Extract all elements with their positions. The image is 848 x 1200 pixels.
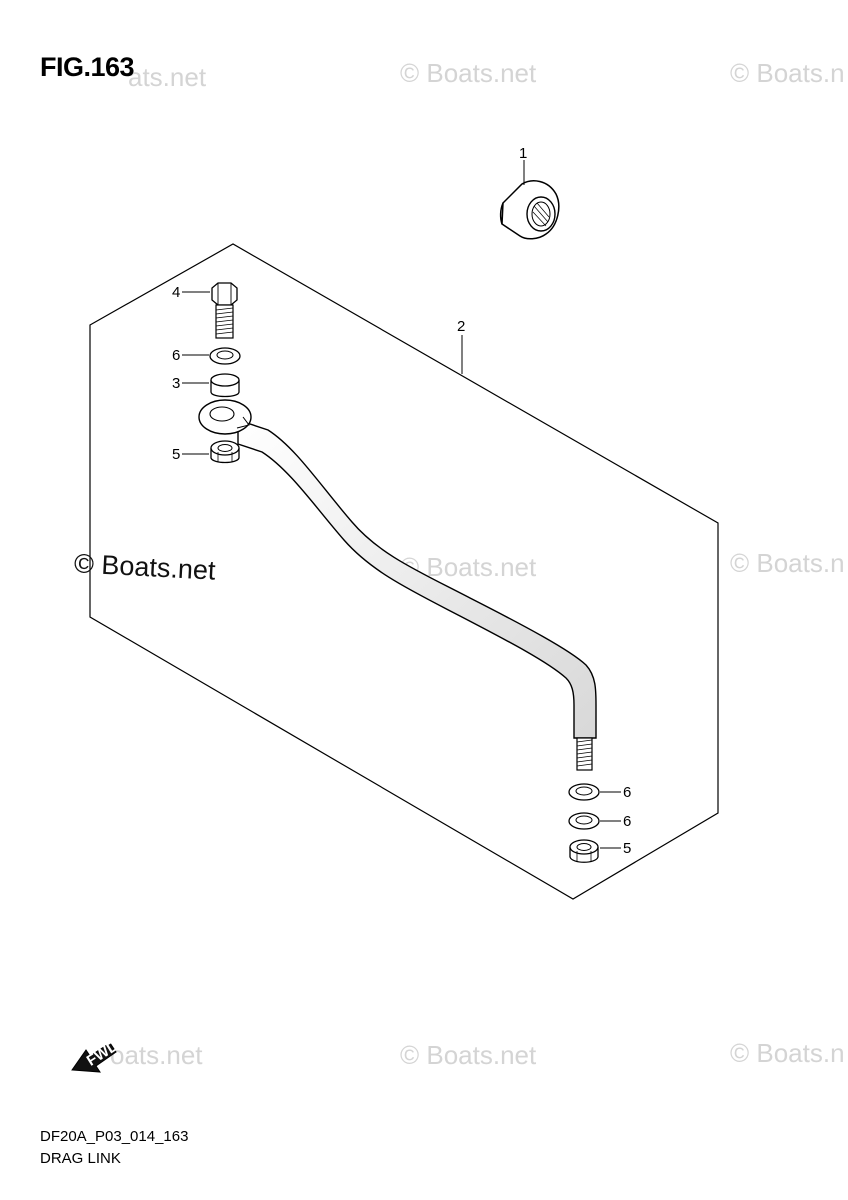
footer-code: DF20A_P03_014_163	[40, 1128, 189, 1145]
watermark-top-right: © Boats.n	[730, 58, 845, 88]
watermark-bottom-center: © Boats.net	[400, 1040, 537, 1070]
callout-6a-label: 6	[172, 347, 180, 364]
callout-6c-label: 6	[623, 813, 631, 830]
watermark-top-left: ats.net	[128, 62, 207, 92]
footer-name: DRAG LINK	[40, 1150, 121, 1167]
callout-5a-label: 5	[172, 446, 180, 463]
part-2-drag-link[interactable]	[198, 399, 597, 771]
part-4-bolt[interactable]	[211, 282, 238, 339]
callout-4-label: 4	[172, 284, 180, 301]
callout-2-label: 2	[457, 318, 465, 335]
part-5-nut-bottom[interactable]	[569, 839, 599, 863]
part-1-nut[interactable]	[499, 180, 560, 240]
callout-3-label: 3	[172, 375, 180, 392]
fwd-label: FWD	[84, 1037, 122, 1070]
fwd-arrow-icon: FWD	[71, 1037, 122, 1073]
watermark-top-center: © Boats.net	[400, 58, 537, 88]
part-6-washer-top[interactable]	[209, 347, 241, 365]
callout-5b-label: 5	[623, 840, 631, 857]
callout-6b-label: 6	[623, 784, 631, 801]
part-5-nut-top[interactable]	[210, 440, 240, 464]
part-6-washer-lower-1[interactable]	[568, 783, 600, 801]
assembly-outline	[89, 243, 719, 900]
watermark-bottom-left: oats.net	[110, 1040, 203, 1070]
figure-title: FIG.163	[40, 52, 135, 82]
part-3-collar[interactable]	[210, 373, 240, 398]
callout-1-label: 1	[519, 145, 527, 162]
part-6-washer-lower-2[interactable]	[568, 812, 600, 830]
watermark-bottom-right: © Boats.n	[730, 1038, 845, 1068]
watermark-mid-right: © Boats.n	[730, 548, 845, 578]
